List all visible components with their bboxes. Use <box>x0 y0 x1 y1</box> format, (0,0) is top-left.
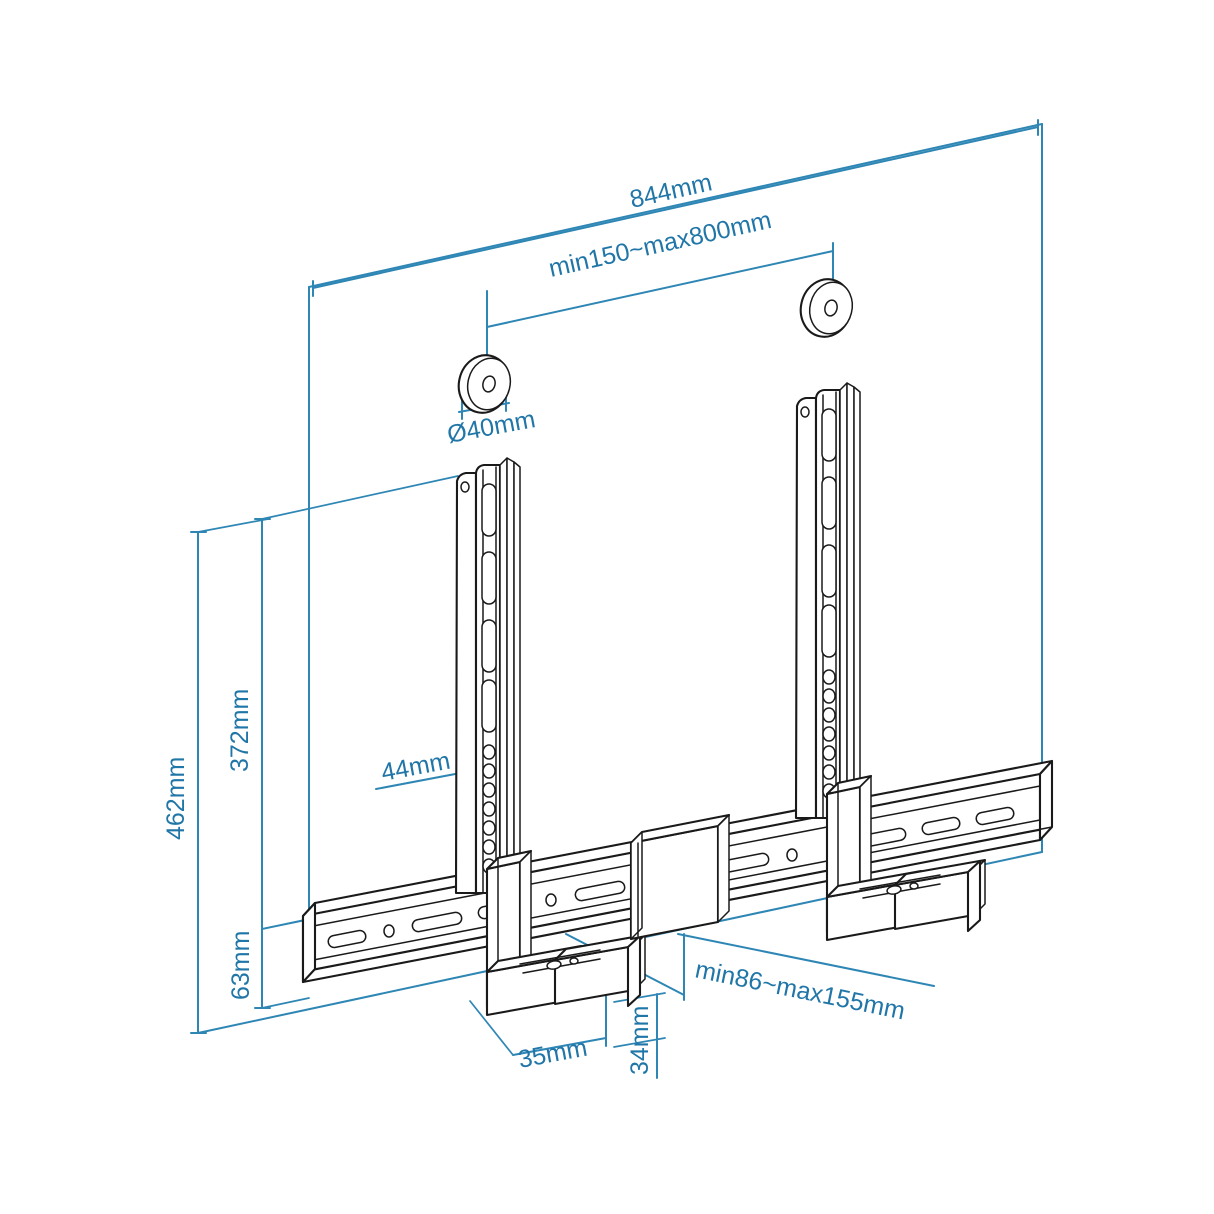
dim-63mm-label: 63mm <box>227 931 255 1000</box>
bracket-right <box>794 382 861 820</box>
foot-left <box>485 933 647 1017</box>
dim-372mm: 372mm <box>226 475 459 1009</box>
dim-mount-span: min150~max800mm <box>486 206 834 379</box>
dim-44mm-label: 44mm <box>379 747 452 787</box>
dim-462mm: 462mm <box>162 518 269 1034</box>
dim-63mm: 63mm <box>227 918 310 1009</box>
dim-34mm-label: 34mm <box>626 1006 654 1075</box>
dim-462mm-label: 462mm <box>162 757 190 840</box>
washer-left <box>457 354 512 414</box>
dim-35mm-label: 35mm <box>516 1034 589 1074</box>
bracket-left <box>454 457 521 895</box>
dim-844mm: 844mm <box>312 119 1039 297</box>
dim-34mm: 34mm <box>613 992 666 1079</box>
dimension-annotations: 844mm min150~max800mm Ø40mm 462mm <box>162 119 1043 1079</box>
dim-372mm-label: 372mm <box>226 689 254 772</box>
foot-right <box>825 858 987 942</box>
washer-right <box>799 278 854 338</box>
center-plate <box>629 813 731 941</box>
dim-depth-range-label: min86~max155mm <box>693 955 908 1025</box>
